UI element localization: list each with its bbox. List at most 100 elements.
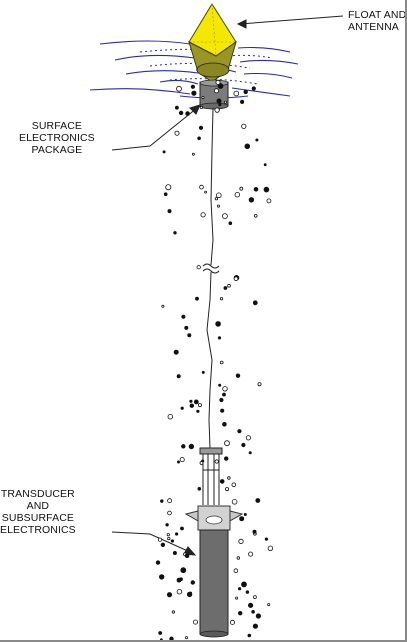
bubble bbox=[216, 204, 220, 208]
bubble bbox=[223, 286, 228, 290]
bubble bbox=[224, 440, 230, 447]
bubble bbox=[196, 409, 200, 413]
bubble bbox=[184, 553, 190, 558]
bubble bbox=[180, 526, 184, 531]
bubble bbox=[165, 523, 169, 527]
bubble bbox=[252, 529, 257, 534]
float-buoy bbox=[188, 3, 237, 83]
bubble bbox=[167, 209, 172, 214]
package-top bbox=[199, 79, 229, 87]
bubble bbox=[252, 595, 257, 599]
bubble bbox=[176, 374, 181, 379]
float-base bbox=[196, 62, 230, 78]
bubble bbox=[192, 619, 198, 625]
bubble bbox=[188, 443, 195, 450]
bubble bbox=[167, 414, 173, 420]
bubble bbox=[218, 383, 222, 387]
bubble bbox=[267, 603, 271, 607]
bubble bbox=[266, 198, 272, 204]
bubble bbox=[248, 197, 255, 203]
bubble bbox=[255, 138, 259, 142]
transducer-label: TRANSDUCER AND SUBSURFACE ELECTRONICS bbox=[0, 488, 76, 536]
bubble bbox=[267, 545, 274, 551]
bubble bbox=[161, 304, 165, 308]
bubble bbox=[167, 498, 173, 504]
bubble bbox=[247, 633, 252, 638]
bubble bbox=[204, 190, 208, 194]
bubble bbox=[243, 89, 248, 95]
bubble bbox=[176, 85, 182, 92]
wave-line bbox=[243, 72, 293, 79]
bubble bbox=[263, 163, 267, 167]
bubble bbox=[199, 461, 204, 465]
bubble bbox=[181, 314, 186, 319]
transducer-face bbox=[205, 515, 223, 525]
bubble bbox=[255, 498, 261, 503]
bubble bbox=[162, 150, 166, 154]
leader-surface bbox=[111, 107, 198, 151]
bubble bbox=[174, 130, 180, 136]
bubble bbox=[255, 613, 261, 619]
bubble bbox=[217, 336, 222, 340]
bubble bbox=[241, 581, 247, 588]
bubble bbox=[223, 456, 229, 461]
bubble bbox=[219, 297, 224, 301]
callout-leaders bbox=[111, 15, 344, 556]
bubble bbox=[219, 479, 225, 484]
float-facet-line bbox=[211, 3, 217, 57]
bubble bbox=[241, 442, 246, 448]
bubble bbox=[221, 213, 228, 220]
leader-float bbox=[239, 15, 344, 25]
water-surface-waves bbox=[89, 40, 299, 99]
bubble bbox=[180, 567, 187, 574]
bubble bbox=[171, 610, 175, 614]
bubble bbox=[237, 429, 242, 434]
cable-upper bbox=[210, 107, 214, 266]
harness-top-plate bbox=[199, 447, 223, 455]
bubble bbox=[201, 96, 205, 100]
bubble bbox=[248, 551, 254, 557]
bubble bbox=[199, 184, 204, 190]
bubble bbox=[220, 408, 225, 413]
bubble bbox=[219, 360, 224, 365]
bubble bbox=[198, 125, 204, 130]
bubble bbox=[236, 556, 240, 560]
bubble bbox=[172, 551, 177, 556]
package-bottom bbox=[199, 102, 229, 110]
bubble bbox=[185, 111, 190, 116]
bubble bbox=[227, 283, 231, 288]
bubble bbox=[228, 221, 233, 226]
bubble bbox=[245, 435, 251, 441]
bubble bbox=[166, 592, 173, 598]
bubble bbox=[233, 276, 239, 282]
subsurface-electronics-tube bbox=[199, 529, 229, 635]
bubble bbox=[157, 537, 163, 542]
bubble bbox=[222, 421, 227, 427]
bubble bbox=[197, 486, 202, 491]
leader-float-arrowhead bbox=[236, 19, 247, 29]
leader-transducer-arrowhead bbox=[183, 546, 197, 556]
bubble bbox=[166, 533, 170, 537]
bubble bbox=[200, 212, 206, 218]
bubble bbox=[197, 136, 201, 141]
bubble bbox=[176, 589, 183, 595]
bubble bbox=[199, 105, 203, 110]
bubble bbox=[225, 487, 230, 492]
bubble bbox=[237, 611, 243, 616]
wave-line bbox=[89, 88, 191, 95]
bubble bbox=[174, 105, 179, 110]
bubble bbox=[251, 86, 256, 91]
bubble bbox=[160, 542, 166, 547]
bubble bbox=[243, 513, 247, 517]
surface-package-label: SURFACE ELECTRONICS PACKAGE bbox=[19, 120, 95, 156]
bubble bbox=[190, 84, 195, 89]
bubble bbox=[169, 636, 174, 640]
bubble bbox=[235, 596, 239, 600]
bubble bbox=[257, 382, 262, 387]
wave-line bbox=[114, 54, 196, 61]
bubble bbox=[244, 143, 251, 150]
bubble bbox=[190, 580, 195, 585]
bubble bbox=[214, 197, 218, 201]
bubble bbox=[241, 123, 247, 129]
